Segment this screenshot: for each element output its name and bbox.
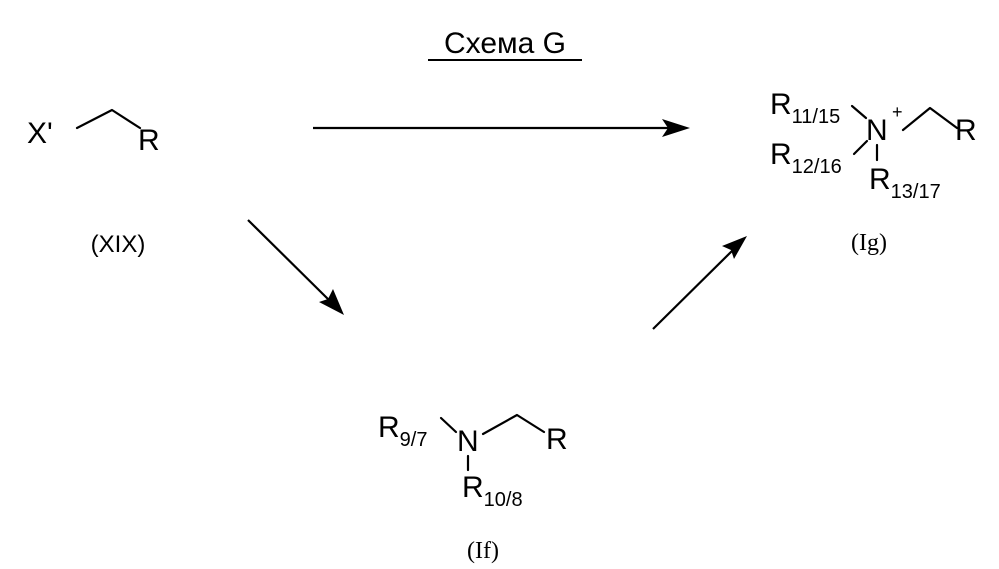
ig-charge: + bbox=[892, 102, 903, 122]
scheme-title: Схема G bbox=[444, 27, 566, 60]
ig-r-left: R12/16 bbox=[770, 138, 842, 178]
xix-r-group: R bbox=[138, 124, 160, 157]
ig-nitrogen: N bbox=[866, 114, 888, 147]
if-bonds-right bbox=[483, 415, 544, 434]
arrow-xix-to-ig bbox=[313, 119, 690, 137]
compound-ig: R11/15 N + R R12/16 R13/17 (Ig) bbox=[770, 88, 977, 256]
if-r-right: R bbox=[546, 423, 568, 456]
compound-xix: X' R (XIX) bbox=[27, 110, 160, 258]
xix-x-prime-atom: X' bbox=[27, 117, 53, 150]
arrow-if-to-ig bbox=[653, 236, 747, 329]
ig-r-top: R11/15 bbox=[770, 88, 840, 128]
if-label: (If) bbox=[467, 538, 499, 564]
if-bond-left bbox=[441, 418, 456, 432]
xix-bonds bbox=[77, 110, 140, 128]
if-r-bottom: R10/8 bbox=[462, 471, 523, 511]
if-r-left: R9/7 bbox=[378, 411, 427, 451]
ig-label: (Ig) bbox=[851, 230, 887, 256]
arrow-xix-to-if bbox=[248, 220, 344, 315]
compound-if: R9/7 N R R10/8 (If) bbox=[378, 411, 568, 564]
ig-bonds-right bbox=[903, 108, 957, 130]
if-nitrogen: N bbox=[457, 425, 479, 458]
ig-bond-top bbox=[852, 106, 866, 118]
xix-label: (XIX) bbox=[91, 231, 146, 258]
ig-r-bottom: R13/17 bbox=[869, 163, 941, 203]
ig-r-right: R bbox=[955, 114, 977, 147]
ig-bond-left bbox=[854, 141, 867, 154]
